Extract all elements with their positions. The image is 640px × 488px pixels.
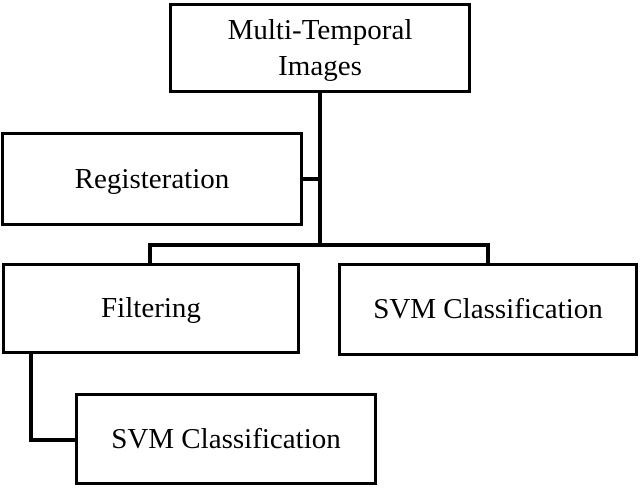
node-svm-classification-right: SVM Classification bbox=[338, 263, 638, 356]
edge-trunk-vertical bbox=[318, 93, 322, 246]
node-svm-classification-bottom: SVM Classification bbox=[75, 393, 377, 485]
node-registration: Registeration bbox=[1, 132, 303, 226]
edge-distribution-horizontal bbox=[148, 243, 490, 247]
edge-svm-bottom-connector bbox=[29, 438, 77, 442]
node-filtering-label: Filtering bbox=[101, 292, 201, 325]
edge-filtering-bottom-drop bbox=[29, 353, 33, 442]
node-multi-temporal-images-label: Multi-Temporal Images bbox=[227, 13, 413, 82]
node-registration-label: Registeration bbox=[74, 162, 230, 195]
edge-filtering-drop bbox=[148, 243, 152, 264]
node-svm-classification-bottom-label: SVM Classification bbox=[111, 422, 341, 455]
node-filtering: Filtering bbox=[2, 263, 300, 354]
node-multi-temporal-images: Multi-Temporal Images bbox=[169, 3, 471, 93]
edge-registration-connector bbox=[303, 177, 318, 181]
node-svm-classification-right-label: SVM Classification bbox=[373, 293, 603, 326]
edge-svm-right-drop bbox=[486, 243, 490, 264]
